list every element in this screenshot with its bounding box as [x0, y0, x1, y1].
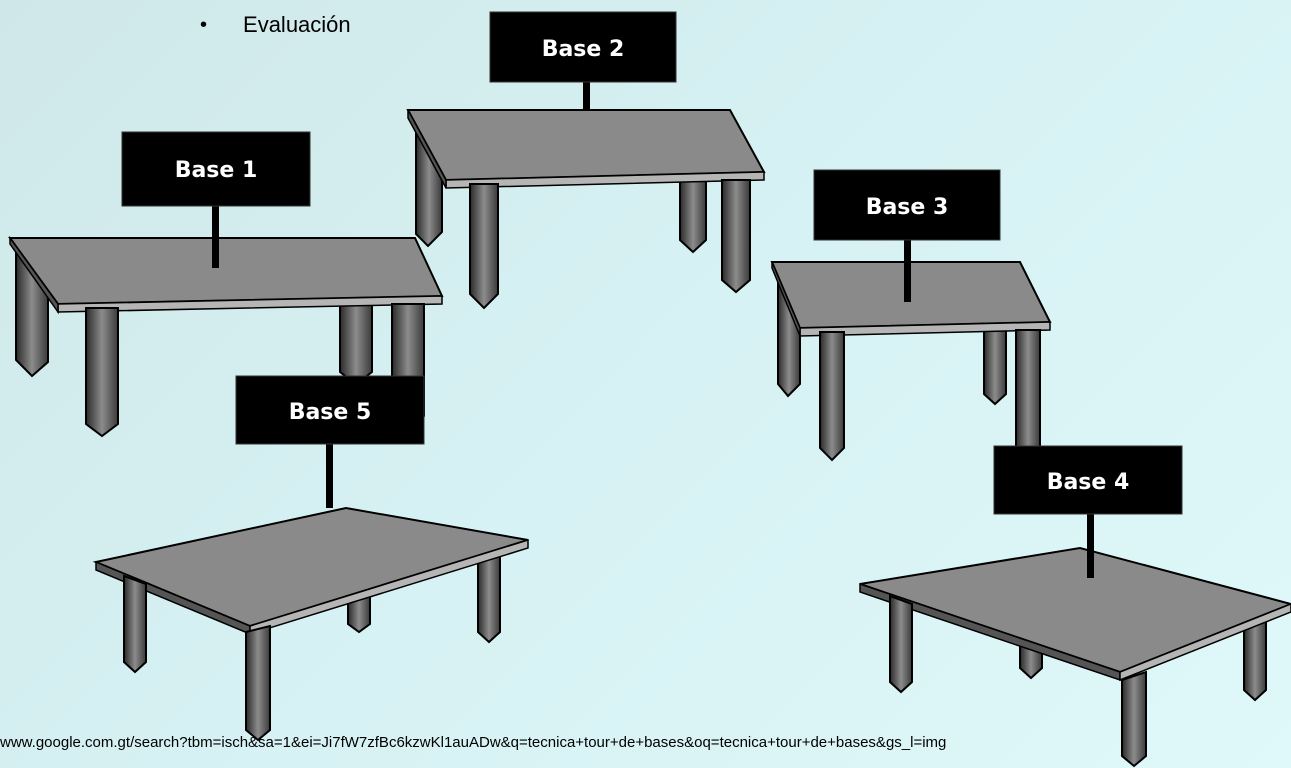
- bullet-text: Evaluación: [243, 12, 351, 37]
- sign-label-base-4: Base 4: [1047, 470, 1130, 495]
- sign-label-base-1: Base 1: [175, 158, 258, 183]
- table-base-1: [8, 235, 444, 438]
- table-base-2: [406, 109, 766, 310]
- source-url: www.google.com.gt/search?tbm=isch&sa=1&e…: [0, 734, 947, 751]
- sign-base-4: Base 4: [993, 445, 1183, 578]
- sign-base-2: Base 2: [489, 11, 677, 110]
- sign-base-3: Base 3: [813, 169, 1001, 302]
- sign-label-base-3: Base 3: [866, 195, 949, 220]
- table-base-5: [92, 506, 529, 742]
- table-base-4: [859, 546, 1291, 768]
- bullet-item: • Evaluación: [200, 12, 351, 38]
- sign-base-5: Base 5: [235, 375, 425, 508]
- bullet-dot-icon: •: [200, 14, 208, 36]
- sign-base-1: Base 1: [121, 131, 311, 268]
- sign-label-base-5: Base 5: [289, 400, 372, 425]
- sign-label-base-2: Base 2: [542, 37, 625, 62]
